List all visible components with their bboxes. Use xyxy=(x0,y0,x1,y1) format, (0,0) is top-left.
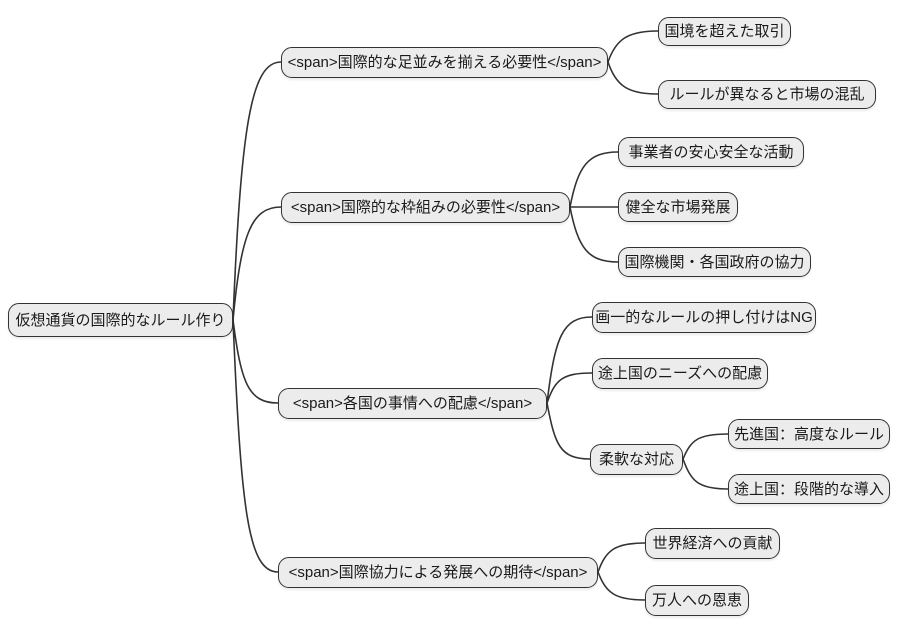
edge-branch2-leaf3 xyxy=(569,206,619,263)
edge-root-branch2 xyxy=(232,206,282,321)
leaf-node-2-3: 国際機関・各国政府の協力 xyxy=(618,247,811,277)
edge-branch1-leaf1 xyxy=(607,30,659,63)
edge-branch4-leaf2 xyxy=(597,571,646,601)
leaf-node-3-2: 途上国のニーズへの配慮 xyxy=(592,358,768,389)
edge-root-branch1 xyxy=(232,61,282,321)
branch-node-3: <span>各国の事情への配慮</span> xyxy=(278,388,547,419)
edge-branch3-leaf1 xyxy=(546,316,593,404)
branch-node-2: <span>国際的な枠組みの必要性</span> xyxy=(281,192,570,223)
leaf-node-4-2: 万人への恩恵 xyxy=(645,585,749,616)
edge-root-branch3 xyxy=(232,319,279,404)
edge-root-branch4 xyxy=(232,319,279,573)
edge-branch3-leaf2 xyxy=(546,372,593,404)
edge-branch1-leaf2 xyxy=(607,61,659,95)
subbranch-node-flexible: 柔軟な対応 xyxy=(590,444,683,475)
edge-flexible-leaf2 xyxy=(682,458,729,490)
leaf-node-2-1: 事業者の安心安全な活動 xyxy=(618,137,804,167)
edge-branch3-leaf3 xyxy=(546,402,591,460)
edge-branch4-leaf1 xyxy=(597,542,646,573)
leaf-node-3-3-2: 途上国：段階的な導入 xyxy=(728,474,890,504)
root-node: 仮想通貨の国際的なルール作り xyxy=(8,303,233,337)
edge-flexible-leaf1 xyxy=(682,433,729,460)
leaf-node-3-3-1: 先進国：高度なルール xyxy=(728,419,890,449)
leaf-node-3-1: 画一的なルールの押し付けはNG xyxy=(592,302,816,333)
leaf-node-1-2: ルールが異なると市場の混乱 xyxy=(658,80,876,109)
branch-node-4: <span>国際協力による発展への期待</span> xyxy=(278,557,598,588)
branch-node-1: <span>国際的な足並みを揃える必要性</span> xyxy=(281,47,608,78)
edge-branch2-leaf1 xyxy=(569,151,619,208)
leaf-node-2-2: 健全な市場発展 xyxy=(618,192,738,222)
leaf-node-4-1: 世界経済への貢献 xyxy=(645,528,780,559)
leaf-node-1-1: 国境を超えた取引 xyxy=(658,17,791,46)
